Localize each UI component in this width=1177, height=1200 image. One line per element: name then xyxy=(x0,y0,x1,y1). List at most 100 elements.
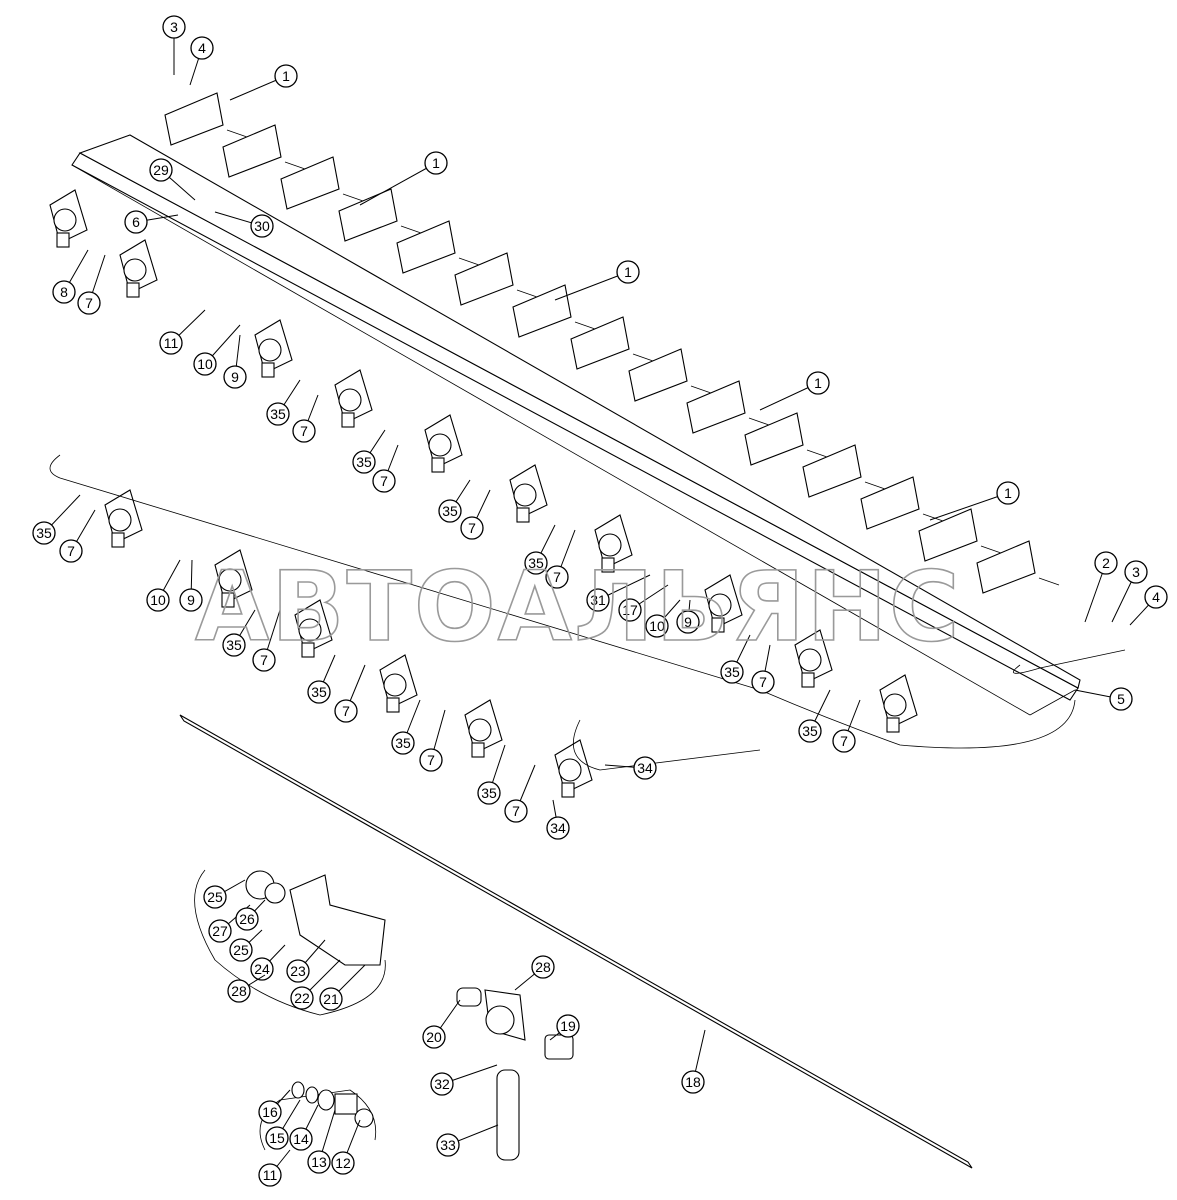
callout-bubble: 7 xyxy=(419,709,446,772)
callout-bubble: 7 xyxy=(460,489,491,540)
gearbox-unit xyxy=(424,414,463,473)
callout-bubble: 11 xyxy=(258,1149,291,1187)
callout-number: 7 xyxy=(85,295,93,311)
callout-number: 10 xyxy=(197,356,213,372)
callout-number: 29 xyxy=(153,162,169,178)
callout-bubble: 10 xyxy=(146,559,181,612)
gearbox-unit xyxy=(214,549,253,608)
callout-bubble: 7 xyxy=(832,699,861,753)
callout-number: 30 xyxy=(254,218,270,234)
callout-number: 32 xyxy=(434,1076,450,1092)
gearbox-unit xyxy=(794,629,833,688)
callout-number: 3 xyxy=(1132,564,1140,580)
callout-number: 35 xyxy=(356,454,372,470)
callout-bubble: 12 xyxy=(331,1119,361,1175)
callout-number: 34 xyxy=(550,820,566,836)
callout-bubble: 11 xyxy=(159,309,206,355)
callout-bubble: 35 xyxy=(720,634,751,684)
callout-bubble: 7 xyxy=(252,609,281,672)
callout-bubble: 24 xyxy=(250,944,286,981)
flap xyxy=(976,540,1060,594)
callout-number: 9 xyxy=(187,592,195,608)
callout-bubble: 7 xyxy=(751,644,775,694)
callout-number: 35 xyxy=(442,503,458,519)
callout-bubble: 34 xyxy=(604,756,657,780)
callout-number: 9 xyxy=(231,369,239,385)
callout-number: 35 xyxy=(270,406,286,422)
callout-bubble: 9 xyxy=(223,334,247,389)
callout-bubble: 3 xyxy=(1111,560,1148,623)
callout-number: 1 xyxy=(624,264,632,280)
group-outlines xyxy=(49,454,1126,1151)
callout-number: 35 xyxy=(36,525,52,541)
callout-number: 5 xyxy=(1117,691,1125,707)
callout-bubble: 5 xyxy=(1074,687,1133,711)
callout-number: 7 xyxy=(260,652,268,668)
callout-bubble: 31 xyxy=(586,574,651,612)
callout-bubble: 28 xyxy=(514,955,555,991)
callout-number: 33 xyxy=(440,1137,456,1153)
callout-bubble: 7 xyxy=(292,394,319,443)
callout-bubble: 1 xyxy=(759,371,830,411)
callout-bubble: 15 xyxy=(265,1099,301,1150)
callout-bubble: 30 xyxy=(214,211,274,238)
callout-number: 21 xyxy=(323,991,339,1007)
callout-number: 1 xyxy=(1004,485,1012,501)
callout-bubble: 17 xyxy=(618,584,669,622)
callout-bubble: 1 xyxy=(359,151,448,206)
callout-number: 18 xyxy=(685,1074,701,1090)
gearbox-unit xyxy=(379,654,418,713)
gearbox-unit xyxy=(464,699,503,758)
callout-bubble: 35 xyxy=(477,744,506,805)
callout-number: 7 xyxy=(512,803,520,819)
callout-bubble: 35 xyxy=(798,689,831,743)
flap xyxy=(628,348,712,402)
callout-bubble: 9 xyxy=(179,559,203,612)
callout-bubble: 21 xyxy=(319,964,366,1011)
callout-number: 20 xyxy=(426,1029,442,1045)
callout-bubble: 33 xyxy=(436,1124,499,1157)
callout-number: 35 xyxy=(481,785,497,801)
flap xyxy=(338,188,422,242)
callout-bubble: 7 xyxy=(59,509,96,563)
callout-number: 10 xyxy=(150,592,166,608)
gearbox-unit xyxy=(104,489,143,548)
drive-shaft-rod xyxy=(179,714,973,1169)
callout-bubble: 14 xyxy=(289,1104,319,1151)
gearbox-detail xyxy=(456,987,574,1161)
gearbox-unit xyxy=(294,599,333,658)
callout-number: 34 xyxy=(637,760,653,776)
callout-number: 6 xyxy=(132,214,140,230)
callout-bubble: 1 xyxy=(229,64,298,101)
gearbox-unit xyxy=(119,239,158,298)
callout-number: 7 xyxy=(300,423,308,439)
callout-number: 11 xyxy=(164,335,179,351)
callout-bubble: 2 xyxy=(1084,551,1118,623)
trough-assembly xyxy=(71,134,1081,716)
callout-bubble: 18 xyxy=(681,1029,706,1094)
gearbox-unit xyxy=(509,464,548,523)
callout-bubble: 34 xyxy=(546,799,570,840)
callout-bubble: 22 xyxy=(290,959,341,1010)
callout-bubble: 25 xyxy=(203,879,246,909)
callout-number: 8 xyxy=(60,284,68,300)
callout-number: 3 xyxy=(170,19,178,35)
callout-bubble: 35 xyxy=(524,524,556,575)
callout-number: 7 xyxy=(840,733,848,749)
callout-bubble: 35 xyxy=(307,654,336,704)
callout-number: 7 xyxy=(759,674,767,690)
gearbox-unit xyxy=(594,514,633,573)
callout-number: 12 xyxy=(335,1155,351,1171)
flap xyxy=(222,124,306,178)
callout-number: 27 xyxy=(212,923,228,939)
gearbox-unit xyxy=(49,189,88,248)
callout-bubble: 10 xyxy=(645,599,681,638)
flap xyxy=(164,92,248,146)
callout-bubble: 16 xyxy=(258,1089,291,1124)
bearing-subassembly xyxy=(291,1081,374,1128)
callout-number: 22 xyxy=(294,990,310,1006)
callout-bubble: 35 xyxy=(32,494,81,545)
flap xyxy=(454,252,538,306)
callout-number: 7 xyxy=(553,569,561,585)
